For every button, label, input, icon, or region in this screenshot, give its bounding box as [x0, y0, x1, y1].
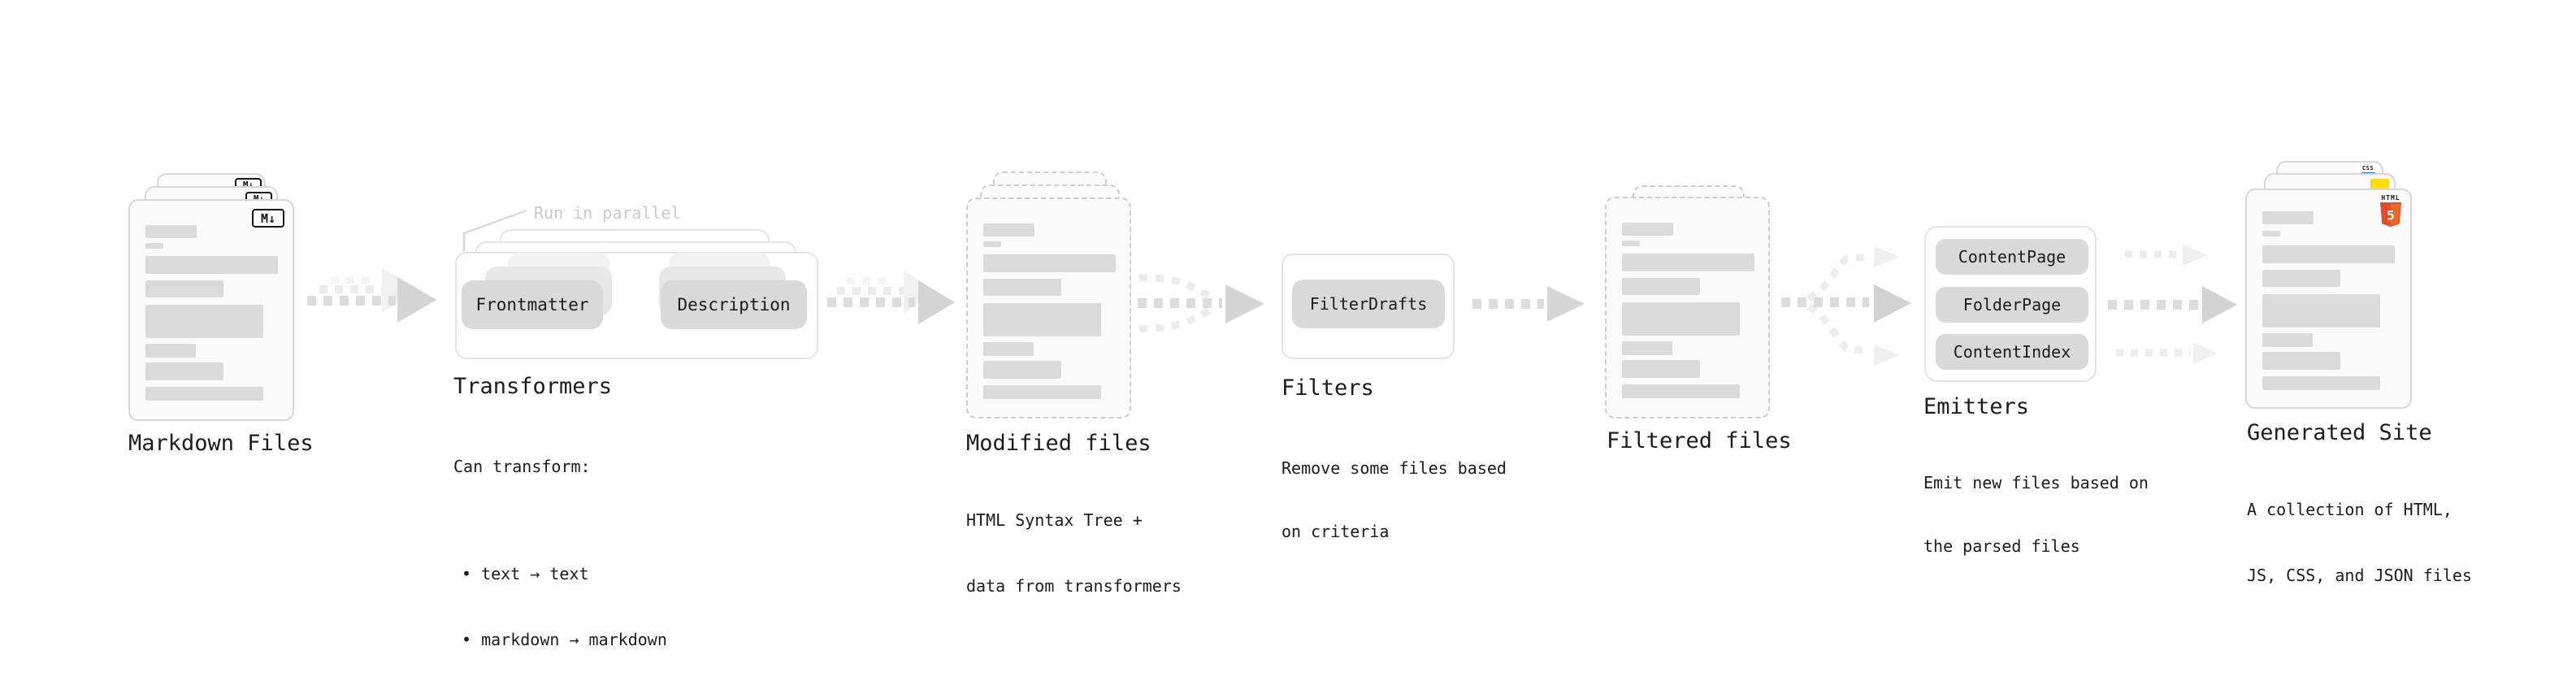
skeleton-line	[145, 225, 197, 238]
arrow-filters-to-filtered	[1472, 286, 1585, 322]
skeleton-line	[2262, 211, 2314, 224]
emitter-pill-folderpage: FolderPage	[1936, 287, 2088, 323]
skeleton-line	[1622, 384, 1740, 398]
stage-description: Emit new files based on the parsed files	[1923, 430, 2149, 599]
skeleton-line	[983, 223, 1034, 236]
bullet-item: • text → text	[462, 564, 589, 583]
stage-label-modified: Modified files	[966, 431, 1151, 456]
arrow-transformers-to-modified	[827, 270, 955, 324]
filter-pill-filterdrafts: FilterDrafts	[1292, 280, 1445, 328]
run-in-parallel-note: Run in parallel	[534, 203, 681, 223]
skeleton-line	[2262, 333, 2313, 347]
stage-label-generated: Generated Site	[2247, 420, 2432, 445]
html5-badge-text: HTML	[2381, 194, 2400, 202]
desc-line: data from transformers	[966, 576, 1182, 596]
js-badge-icon	[2370, 179, 2389, 190]
desc-line: HTML Syntax Tree +	[966, 510, 1143, 530]
skeleton-line	[1622, 254, 1754, 271]
transformer-pill-description: Description	[661, 280, 807, 329]
skeleton-line	[2262, 270, 2340, 287]
desc-title: Can transform:	[453, 457, 591, 476]
emitter-pill-contentindex: ContentIndex	[1936, 334, 2088, 370]
skeleton-line	[983, 279, 1061, 296]
note-leader-line	[462, 209, 527, 251]
skeleton-line	[983, 385, 1101, 399]
html5-icon: HTML 5	[2380, 194, 2401, 227]
stage-label-markdown: Markdown Files	[128, 431, 314, 456]
arrow-modified-to-filters	[1138, 274, 1264, 332]
desc-line: on criteria	[1281, 522, 1390, 541]
stage-label-emitters: Emitters	[1923, 394, 2030, 419]
skeleton-line	[983, 254, 1116, 272]
stage-label-transformers: Transformers	[453, 374, 613, 399]
skeleton-line	[1622, 223, 1673, 236]
transformer-pill-frontmatter: Frontmatter	[462, 280, 603, 329]
desc-line: A collection of HTML,	[2247, 500, 2452, 519]
desc-line: Emit new files based on	[1923, 473, 2149, 492]
transform-bullet-list: • text → text • markdown → markdown • ht…	[453, 519, 667, 681]
skeleton-line	[145, 344, 196, 358]
skeleton-line	[1622, 360, 1700, 378]
skeleton-line	[2262, 376, 2380, 390]
skeleton-line	[2262, 245, 2395, 263]
modified-file-card-front	[966, 197, 1131, 419]
skeleton-line	[145, 256, 278, 274]
emitters-box: ContentPage FolderPage ContentIndex	[1924, 226, 2097, 382]
skeleton-line	[983, 342, 1034, 356]
emitter-pill-contentpage: ContentPage	[1936, 239, 2088, 275]
skeleton-line	[2262, 294, 2380, 327]
skeleton-line	[145, 280, 223, 297]
site-file-card-html: HTML 5	[2245, 189, 2412, 409]
desc-line: the parsed files	[1923, 536, 2080, 556]
stage-label-filtered: Filtered files	[1607, 428, 1792, 453]
skeleton-line	[1622, 241, 1640, 246]
html5-number: 5	[2387, 208, 2395, 223]
skeleton-line	[1622, 341, 1672, 355]
arrow-emitters-to-site-bottom	[2116, 342, 2218, 364]
skeleton-line	[145, 305, 263, 338]
arrow-filtered-to-emitters	[1781, 246, 1911, 366]
css-badge-text: CSS	[2361, 165, 2374, 171]
stage-description: A collection of HTML, JS, CSS, and JSON …	[2247, 455, 2472, 631]
skeleton-line	[2262, 231, 2280, 236]
skeleton-line	[1622, 302, 1740, 336]
bullet-item: • markdown → markdown	[462, 630, 667, 649]
stage-description: HTML Syntax Tree + data from transformer…	[966, 466, 1182, 641]
skeleton-line	[145, 243, 163, 249]
skeleton-line	[1622, 278, 1700, 295]
skeleton-line	[145, 387, 263, 401]
skeleton-line	[145, 362, 223, 380]
markdown-icon: M↓	[252, 209, 284, 228]
arrow-emitters-to-site-middle	[2108, 286, 2237, 323]
stage-description: Remove some files based on criteria	[1281, 415, 1507, 584]
skeleton-line	[983, 303, 1101, 336]
stage-label-filters: Filters	[1281, 375, 1374, 401]
stage-description: Can transform: • text → text • markdown …	[453, 414, 667, 681]
skeleton-line	[983, 361, 1061, 379]
skeleton-line	[2262, 352, 2340, 370]
desc-line: Remove some files based	[1281, 458, 1507, 478]
desc-line: JS, CSS, and JSON files	[2247, 566, 2472, 585]
skeleton-line	[983, 241, 1001, 247]
arrow-emitters-to-site-top	[2125, 244, 2207, 266]
filtered-file-card-front	[1605, 197, 1770, 419]
markdown-file-card-front: M↓	[128, 199, 294, 421]
arrow-markdown-to-transformers	[307, 268, 436, 323]
html5-shield: 5	[2380, 202, 2401, 227]
